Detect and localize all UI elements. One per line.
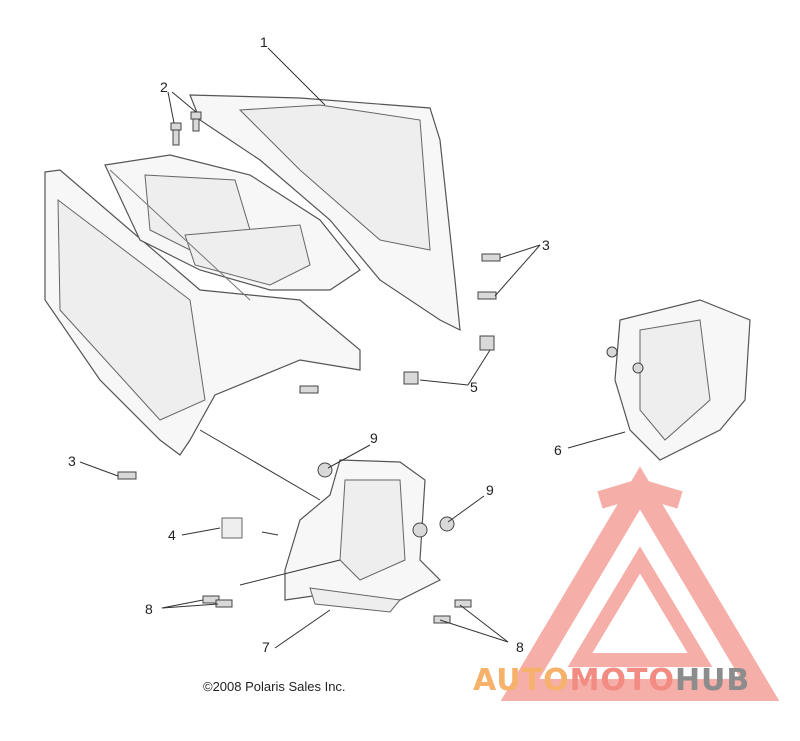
watermark-moto: MOTO [570,663,675,698]
callout-3-left: 3 [68,453,76,469]
speed-nut-1 [403,371,419,385]
callout-3-right: 3 [542,237,550,253]
callout-8-right: 8 [516,639,524,655]
watermark-auto: AUTO [473,663,570,698]
watermark-hub: HUB [675,663,750,698]
callout-6: 6 [554,442,562,458]
callout-1: 1 [260,34,268,50]
watermark-text: AUTOMOTOHUB [473,663,750,698]
callout-7: 7 [262,639,270,655]
callout-5: 5 [470,379,478,395]
bolt-2 [170,111,202,146]
callout-9-right: 9 [486,482,494,498]
speed-nut-2 [479,335,495,351]
callout-4: 4 [168,527,176,543]
decal [221,517,243,539]
side-guard-right [606,299,751,461]
watermark-logo [500,466,780,701]
callout-2: 2 [160,79,168,95]
copyright-notice: ©2008 Polaris Sales Inc. [203,679,346,694]
rear-fender-body [44,94,461,456]
side-guard-left [284,459,442,613]
callout-9-top: 9 [370,430,378,446]
leader-lines [79,47,626,649]
callout-8-left: 8 [145,601,153,617]
